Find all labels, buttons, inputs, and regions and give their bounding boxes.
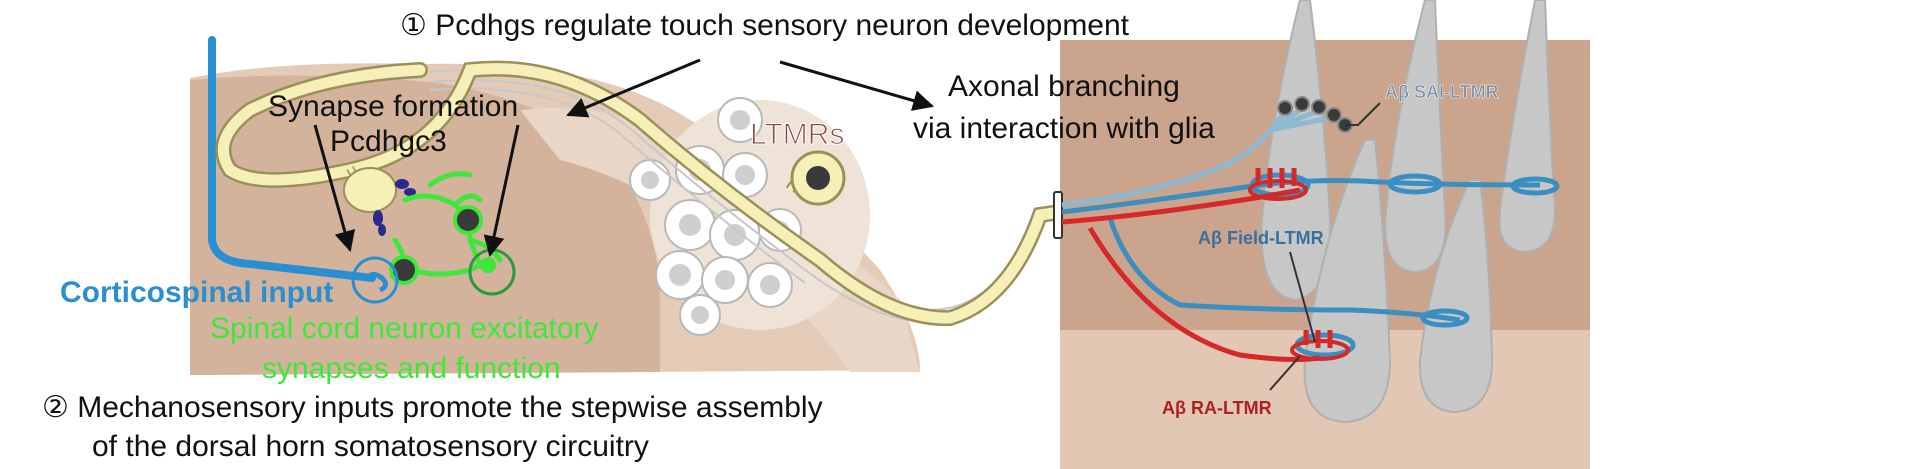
finding-2-title-line-2: of the dorsal horn somatosensory circuit… (92, 430, 649, 463)
spinal-neuron-somata (389, 205, 496, 285)
ra-ltmr-fiber (1061, 168, 1350, 362)
field-label-leader (1289, 251, 1316, 343)
finding-1-title: ① Pcdhgs regulate touch sensory neuron d… (400, 9, 1130, 42)
sensory-afferent-axon (215, 60, 1068, 327)
synapse-formation-label: Synapse formation (268, 90, 519, 123)
ltmrs-label: LTMRs (749, 118, 845, 152)
field-ltmr-label: Aβ Field-LTMR (1198, 228, 1324, 248)
corticospinal-terminal (362, 272, 388, 293)
ra-ltmr-label: Aβ RA-LTMR (1162, 398, 1272, 418)
corticospinal-axon (208, 36, 376, 282)
sensory-terminal (343, 165, 397, 213)
finding-2-title-line-1: ② Mechanosensory inputs promote the step… (42, 391, 823, 424)
corticospinal-input-label: Corticospinal input (60, 276, 334, 309)
glia-interaction-label: via interaction with glia (913, 112, 1215, 145)
ra-label-leader (1269, 355, 1301, 391)
sai-ltmr-label: Aβ SAI-LTMR (1385, 82, 1499, 103)
nerve-entry-marker (1053, 191, 1063, 239)
sai-label-leader (1345, 102, 1381, 126)
arrows (313, 58, 935, 258)
corticospinal-synapse-circle (351, 256, 399, 304)
spinal-neuron-label-1: Spinal cord neuron excitatory (210, 312, 599, 345)
pcdhgc3-label: Pcdhgc3 (330, 125, 447, 158)
sai-ltmr-fiber (1061, 107, 1331, 208)
pcdhgc3-synapse-markers (373, 179, 416, 236)
hair-follicles (1260, 0, 1557, 424)
spinal-neuron-label-2: synapses and function (262, 352, 561, 385)
axonal-branching-label: Axonal branching (948, 70, 1180, 103)
